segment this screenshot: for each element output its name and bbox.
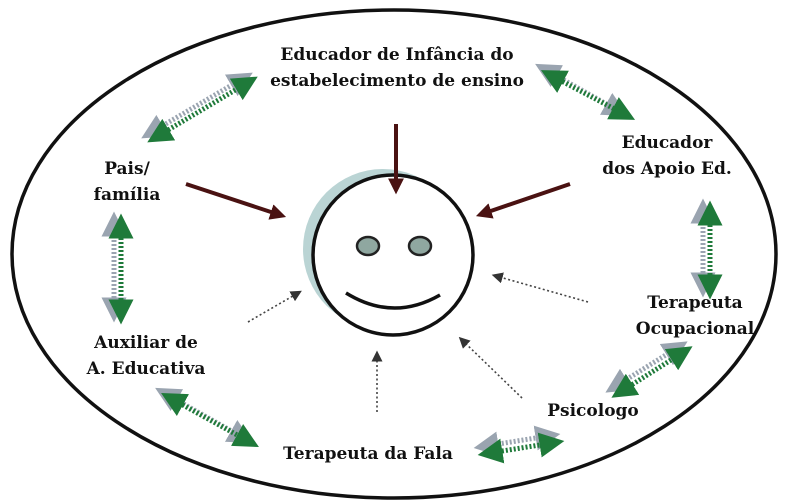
- arrow-from-psicologo: [458, 336, 523, 399]
- label-auxiliar: Auxiliar de A. Educativa: [86, 333, 206, 379]
- label-educador-apoio: Educador dos Apoio Ed.: [602, 133, 732, 179]
- green-double-arrow-icon: [690, 198, 723, 300]
- label-educador-infancia: Educador de Infância do estabelecimento …: [270, 45, 524, 91]
- green-double-arrow-icon: [473, 425, 565, 464]
- green-double-arrow-icon: [141, 72, 258, 143]
- green-double-arrow-icon: [605, 341, 693, 398]
- green-double-arrow-icon: [101, 211, 134, 325]
- arrow-from-pais-familia: [185, 182, 287, 220]
- smiley-face-icon: [303, 169, 475, 337]
- green-double-arrow-icon: [155, 387, 259, 448]
- outer-ellipse: [10, 8, 778, 500]
- label-psicologo: Psicologo: [547, 401, 639, 421]
- green-double-arrow-icon: [535, 63, 636, 120]
- label-terapeuta-ocupacional: Terapeuta Ocupacional: [635, 293, 755, 339]
- arrow-from-terapeuta-ocupacional: [491, 272, 589, 303]
- label-terapeuta-fala: Terapeuta da Fala: [283, 444, 453, 464]
- label-pais-familia: Pais/ família: [93, 159, 161, 205]
- arrow-from-educador-apoio: [475, 182, 571, 219]
- arrow-from-auxiliar: [247, 290, 302, 323]
